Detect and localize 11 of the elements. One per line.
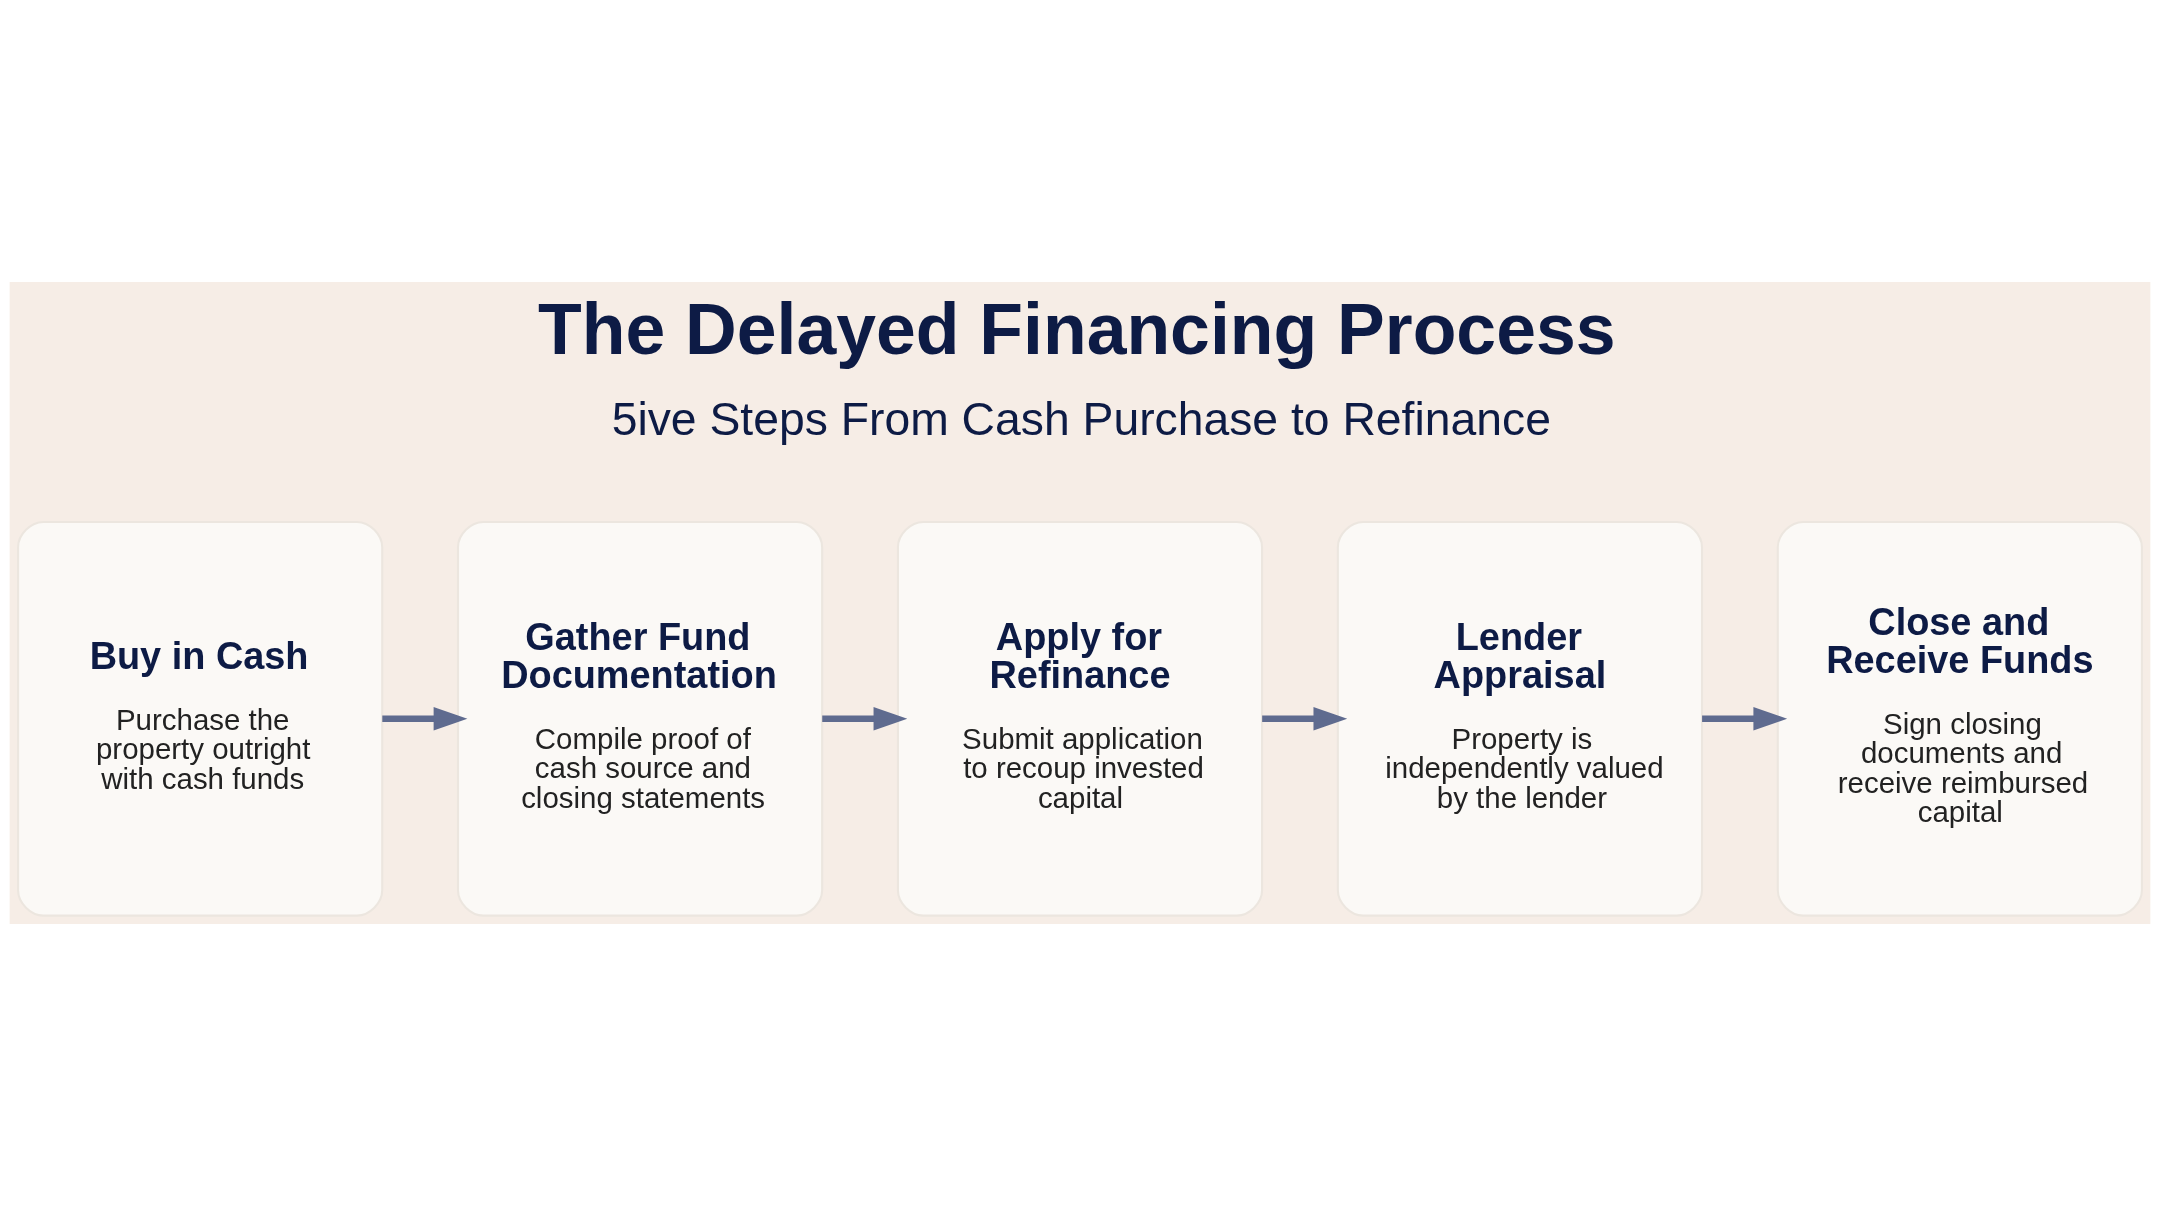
arrow [382,706,468,731]
arrow [822,706,908,731]
arrow [1262,706,1348,731]
arrow [1702,706,1788,731]
node-box: Gather Fund Documentation Compile proof of cash source and closing statements [456,520,824,917]
label: 5ive Steps From Cash Purchase to Refinance [611,392,1551,445]
node-box: Apply for Refinance Submit application to recoup invested capital [896,520,1264,917]
node-box: Close and Receive Funds Sign closing documents and receive reimbursed capital [1776,520,2143,917]
node-box: Buy in Cash Purchase the property outright with cash funds [17,520,384,917]
node-box: Lender Appraisal Property is independently valued by the lender [1336,520,1704,917]
diagram-title: The Delayed Financing Process [537,288,1616,369]
